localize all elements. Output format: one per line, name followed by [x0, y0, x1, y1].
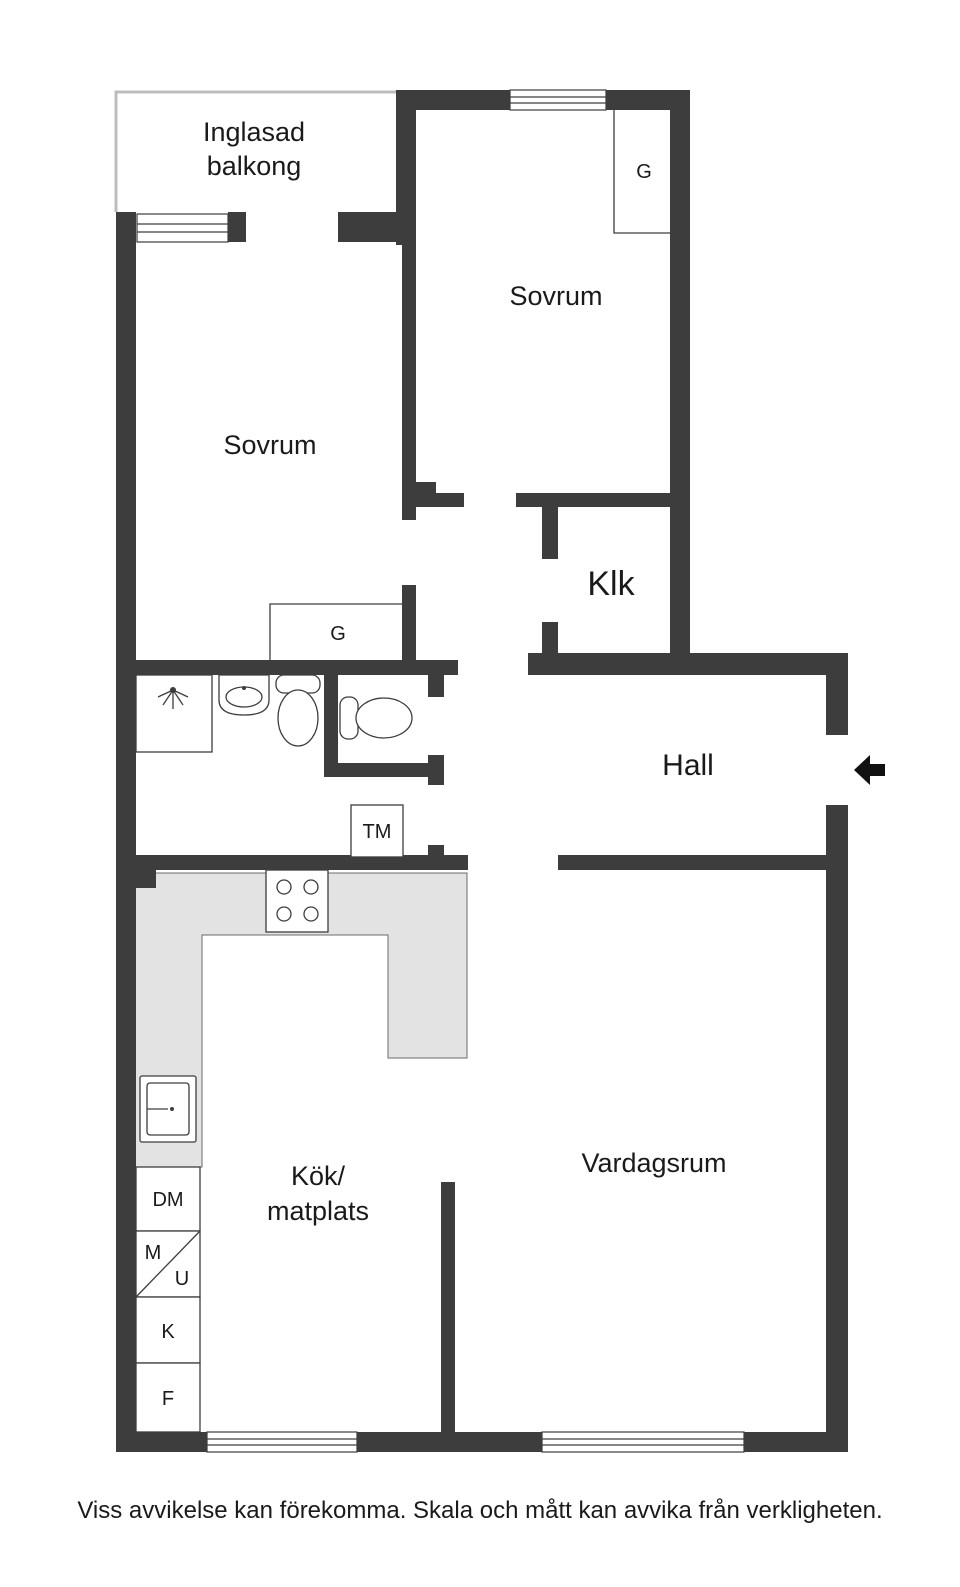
walls [116, 90, 848, 1452]
window-balcony [136, 213, 229, 243]
kitchen-sink [139, 1075, 197, 1143]
windows [136, 89, 745, 1453]
bedroom-right-label: Sovrum [509, 281, 602, 311]
kitchen-label: matplats [267, 1196, 369, 1226]
disclaimer-text: Viss avvikelse kan förekomma. Skala och … [77, 1497, 883, 1524]
washbasin [218, 674, 270, 716]
toilet-bathroom [275, 674, 321, 747]
toilet-wc [339, 696, 413, 740]
floor-plan: Inglasad balkong Sovrum Sovrum Klk Hall … [114, 89, 885, 1453]
dryer [350, 804, 404, 858]
microwave-u-label: U [175, 1268, 189, 1290]
wardrobe-right [613, 110, 670, 234]
dryer-label: TM [363, 821, 392, 843]
window-kitchen [206, 1431, 358, 1453]
closet-label: Klk [587, 565, 635, 603]
balcony-label: balkong [207, 151, 302, 181]
bedroom-left-label: Sovrum [223, 430, 316, 460]
balcony-label: Inglasad [203, 117, 305, 147]
kitchen-label: Kök/ [291, 1161, 346, 1191]
freezer-label: F [162, 1388, 174, 1410]
fridge-label: K [161, 1321, 175, 1343]
balcony-glazing [114, 90, 398, 212]
shower [135, 674, 213, 753]
window-living [541, 1431, 745, 1453]
microwave-m-label: M [145, 1242, 162, 1264]
wardrobe-right-label: G [636, 161, 652, 183]
appliance-column [135, 1166, 201, 1433]
window-top-bedroom [509, 89, 607, 111]
living-label: Vardagsrum [581, 1148, 726, 1178]
hall-label: Hall [662, 749, 714, 782]
wardrobe-left-label: G [330, 623, 346, 645]
wardrobe-left [269, 603, 402, 660]
stove [265, 869, 329, 933]
dishwasher-label: DM [152, 1189, 183, 1211]
arrow-left-icon [854, 755, 885, 785]
